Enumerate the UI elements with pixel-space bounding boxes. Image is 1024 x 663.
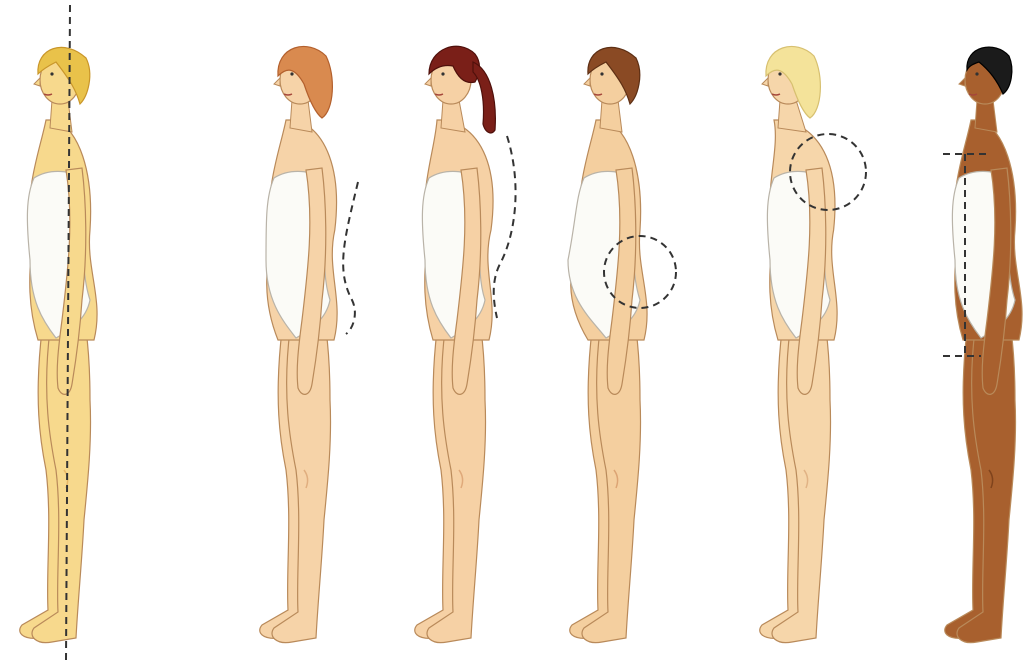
eye: [778, 72, 781, 75]
figure-kyphosis: [415, 46, 516, 642]
figure-roundshoulder: [760, 46, 866, 642]
lower-back-curve: [343, 182, 358, 334]
neck: [290, 100, 312, 132]
figure-flatback: [568, 47, 676, 642]
torso: [266, 120, 337, 340]
ponytail: [473, 62, 495, 133]
head: [959, 47, 1012, 104]
torso: [422, 120, 493, 340]
legs: [570, 330, 641, 643]
eye: [290, 72, 293, 75]
legs: [415, 330, 486, 643]
nose: [762, 78, 768, 86]
head: [34, 47, 90, 104]
spine-curve: [494, 136, 516, 318]
nose: [34, 78, 40, 86]
neck: [600, 100, 622, 132]
posture-guide-icon: [494, 136, 516, 318]
eye: [441, 72, 444, 75]
torso: [767, 120, 837, 340]
nose: [959, 78, 965, 86]
neck: [975, 100, 997, 132]
head: [584, 47, 640, 104]
nose: [274, 78, 280, 86]
legs: [760, 330, 831, 643]
nose: [584, 78, 590, 86]
neck: [441, 100, 465, 132]
legs: [945, 330, 1016, 643]
eye: [600, 72, 603, 75]
eye: [975, 72, 978, 75]
nose: [425, 78, 431, 86]
torso: [27, 120, 97, 340]
posture-guide-icon: [343, 182, 358, 334]
legs: [260, 330, 331, 643]
torso: [952, 120, 1022, 340]
figure-lordosis: [260, 46, 358, 642]
legs: [20, 330, 91, 643]
eye: [50, 72, 53, 75]
figure-shorttrunk: [943, 47, 1022, 643]
figure-normal: [20, 5, 97, 660]
